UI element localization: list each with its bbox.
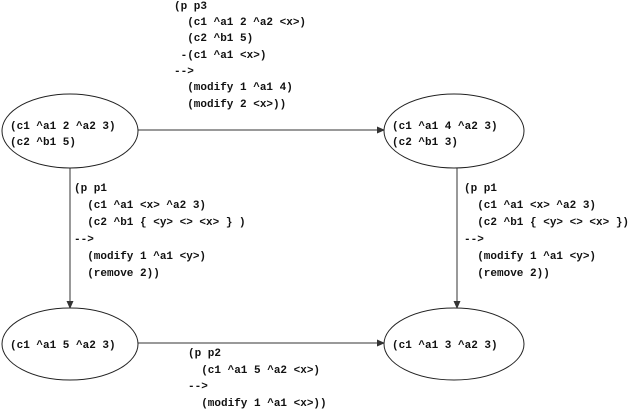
node-top-right-line-2: (c2 ^b1 3)	[392, 137, 458, 149]
rule-bottom-line-2: (c1 ^a1 5 ^a2 <x>)	[188, 365, 320, 377]
node-top-left-line-1: (c1 ^a1 2 ^a2 3)	[10, 121, 116, 133]
rule-bottom-line-4: (modify 1 ^a1 <x>))	[188, 398, 327, 410]
rule-left: (p p1 (c1 ^a1 <x> ^a2 3) (c2 ^b1 { <y> <…	[74, 183, 246, 280]
rule-top: (p p3 (c1 ^a1 2 ^a2 <x>) (c2 ^b1 5) -(c1…	[174, 1, 306, 111]
rule-left-line-4: -->	[74, 234, 94, 246]
rule-left-line-1: (p p1	[74, 183, 107, 195]
rule-top-line-1: (p p3	[174, 1, 207, 13]
rule-bottom-line-1: (p p2	[188, 348, 221, 360]
rule-right-line-4: -->	[464, 234, 484, 246]
rule-right-line-1: (p p1	[464, 183, 497, 195]
rule-right-line-6: (remove 2))	[464, 268, 550, 280]
rule-left-line-5: (modify 1 ^a1 <y>)	[74, 251, 206, 263]
node-top-right-line-1: (c1 ^a1 4 ^a2 3)	[392, 121, 498, 133]
rule-top-line-6: (modify 1 ^a1 4)	[174, 82, 293, 94]
rule-left-line-6: (remove 2))	[74, 268, 160, 280]
rule-bottom: (p p2 (c1 ^a1 5 ^a2 <x>) --> (modify 1 ^…	[188, 348, 327, 410]
rule-right: (p p1 (c1 ^a1 <x> ^a2 3) (c2 ^b1 { <y> <…	[464, 183, 629, 280]
node-bottom-right-line-1: (c1 ^a1 3 ^a2 3)	[392, 340, 498, 352]
node-top-right: (c1 ^a1 4 ^a2 3) (c2 ^b1 3)	[383, 93, 525, 169]
rule-top-line-4: -(c1 ^a1 <x>)	[174, 50, 266, 62]
rule-top-line-5: -->	[174, 66, 194, 78]
node-top-left: (c1 ^a1 2 ^a2 3) (c2 ^b1 5)	[1, 93, 139, 169]
node-top-left-line-2: (c2 ^b1 5)	[10, 137, 76, 149]
rule-left-line-2: (c1 ^a1 <x> ^a2 3)	[74, 200, 206, 212]
rule-bottom-line-3: -->	[188, 381, 208, 393]
rule-top-line-3: (c2 ^b1 5)	[174, 33, 253, 45]
rule-right-line-5: (modify 1 ^a1 <y>)	[464, 251, 596, 263]
rule-right-line-3: (c2 ^b1 { <y> <> <x> })	[464, 217, 629, 229]
rule-left-line-3: (c2 ^b1 { <y> <> <x> } )	[74, 217, 246, 229]
node-bottom-left-line-1: (c1 ^a1 5 ^a2 3)	[10, 340, 116, 352]
rule-right-line-2: (c1 ^a1 <x> ^a2 3)	[464, 200, 596, 212]
node-bottom-right: (c1 ^a1 3 ^a2 3)	[383, 307, 525, 381]
rule-top-line-2: (c1 ^a1 2 ^a2 <x>)	[174, 17, 306, 29]
node-bottom-left: (c1 ^a1 5 ^a2 3)	[1, 307, 139, 381]
rule-top-line-7: (modify 2 <x>))	[174, 99, 286, 111]
